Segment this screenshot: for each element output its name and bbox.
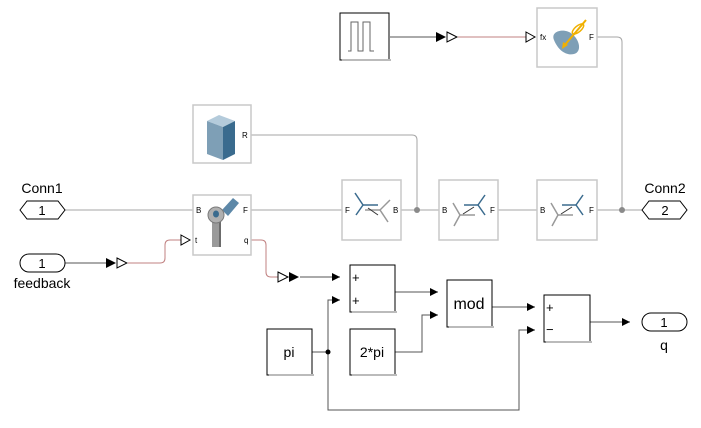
force-torque-icon [553,19,587,55]
port-label-f: F [589,33,594,42]
port-number: 1 [38,256,45,271]
input-port-triangle [525,31,537,43]
rigid-transform-block-2[interactable]: B F [438,179,499,241]
converter-line-q[interactable] [251,239,278,278]
converter-filled-triangle [289,272,299,282]
rigid-transform-block-1[interactable]: F B [341,179,402,241]
branch-dot [325,349,331,355]
converter-hollow-triangle [277,271,290,283]
junction-dot [619,207,625,213]
converter-line-t[interactable] [128,239,181,264]
inport-feedback[interactable]: 1 feedback [14,253,72,291]
port-label-b: B [196,206,201,215]
block-label: pi [284,344,295,360]
signal-line-pi-to-sum2[interactable] [327,326,535,411]
port-number: 1 [38,203,45,218]
port-label-t: t [195,236,198,245]
physical-line-world[interactable] [251,134,418,210]
port-label-r: R [242,131,248,140]
rigid-transform-icon [550,194,584,227]
ps-converter-feedback[interactable] [106,257,129,269]
external-force-torque-block[interactable]: fx F [536,7,598,68]
pulse-generator-block[interactable] [339,12,391,61]
converter-hollow-triangle [446,31,459,43]
sum-block-1[interactable]: + + [349,264,397,313]
port-label-left: B [442,206,447,215]
port-name: Conn1 [21,180,62,196]
physical-line-force[interactable] [597,36,623,210]
converter-hollow-triangle [116,257,129,269]
input-port-triangle [180,234,192,246]
block-label: mod [453,296,484,313]
port-label-right: F [589,206,594,215]
port-label-right: B [393,206,398,215]
port-name: feedback [14,275,72,291]
port-label-left: B [540,206,545,215]
signal-line-pi-to-sum1[interactable] [327,296,340,352]
rigid-transform-block-3[interactable]: B F [536,179,598,241]
sum-sign: + [352,293,360,308]
connection-port-conn2[interactable]: 2 Conn2 [641,180,688,220]
ps-converter-top[interactable] [436,31,459,43]
rigid-transform-icon [354,192,391,223]
block-label: 2*pi [360,344,384,360]
revolute-joint-icon [207,198,239,247]
port-label-left: F [345,206,350,215]
port-label-fx: fx [540,33,546,42]
constant-2pi-block[interactable]: 2*pi [349,328,397,376]
solid-box-icon [207,115,235,160]
sum-sign: + [546,300,554,315]
port-label-f: F [243,206,248,215]
signal-line-2pi-to-mod[interactable] [395,311,438,353]
port-number: 2 [661,203,668,218]
sum-block-2[interactable]: + − [543,294,592,343]
ps-simulink-converter-q[interactable] [277,271,299,283]
junction-dot [414,207,420,213]
outport-q[interactable]: 1 q [641,312,688,353]
port-name: Conn2 [644,180,685,196]
connection-port-conn1[interactable]: 1 Conn1 [19,180,66,220]
sum-sign: − [546,322,554,337]
converter-filled-triangle [106,258,116,268]
sum-sign: + [352,270,360,285]
connection-lines [64,36,642,411]
port-number: 1 [660,315,667,330]
mod-block[interactable]: mod [446,279,494,328]
port-label-right: F [490,206,495,215]
rigid-transform-icon [452,194,486,227]
revolute-joint-block[interactable]: B F t q [192,194,252,256]
pulse-wave-icon [348,21,374,52]
world-frame-block[interactable]: R [192,104,252,164]
port-label-q: q [244,236,248,245]
port-name: q [660,337,668,353]
constant-pi-block[interactable]: pi [266,328,314,376]
converter-filled-triangle [436,32,446,42]
